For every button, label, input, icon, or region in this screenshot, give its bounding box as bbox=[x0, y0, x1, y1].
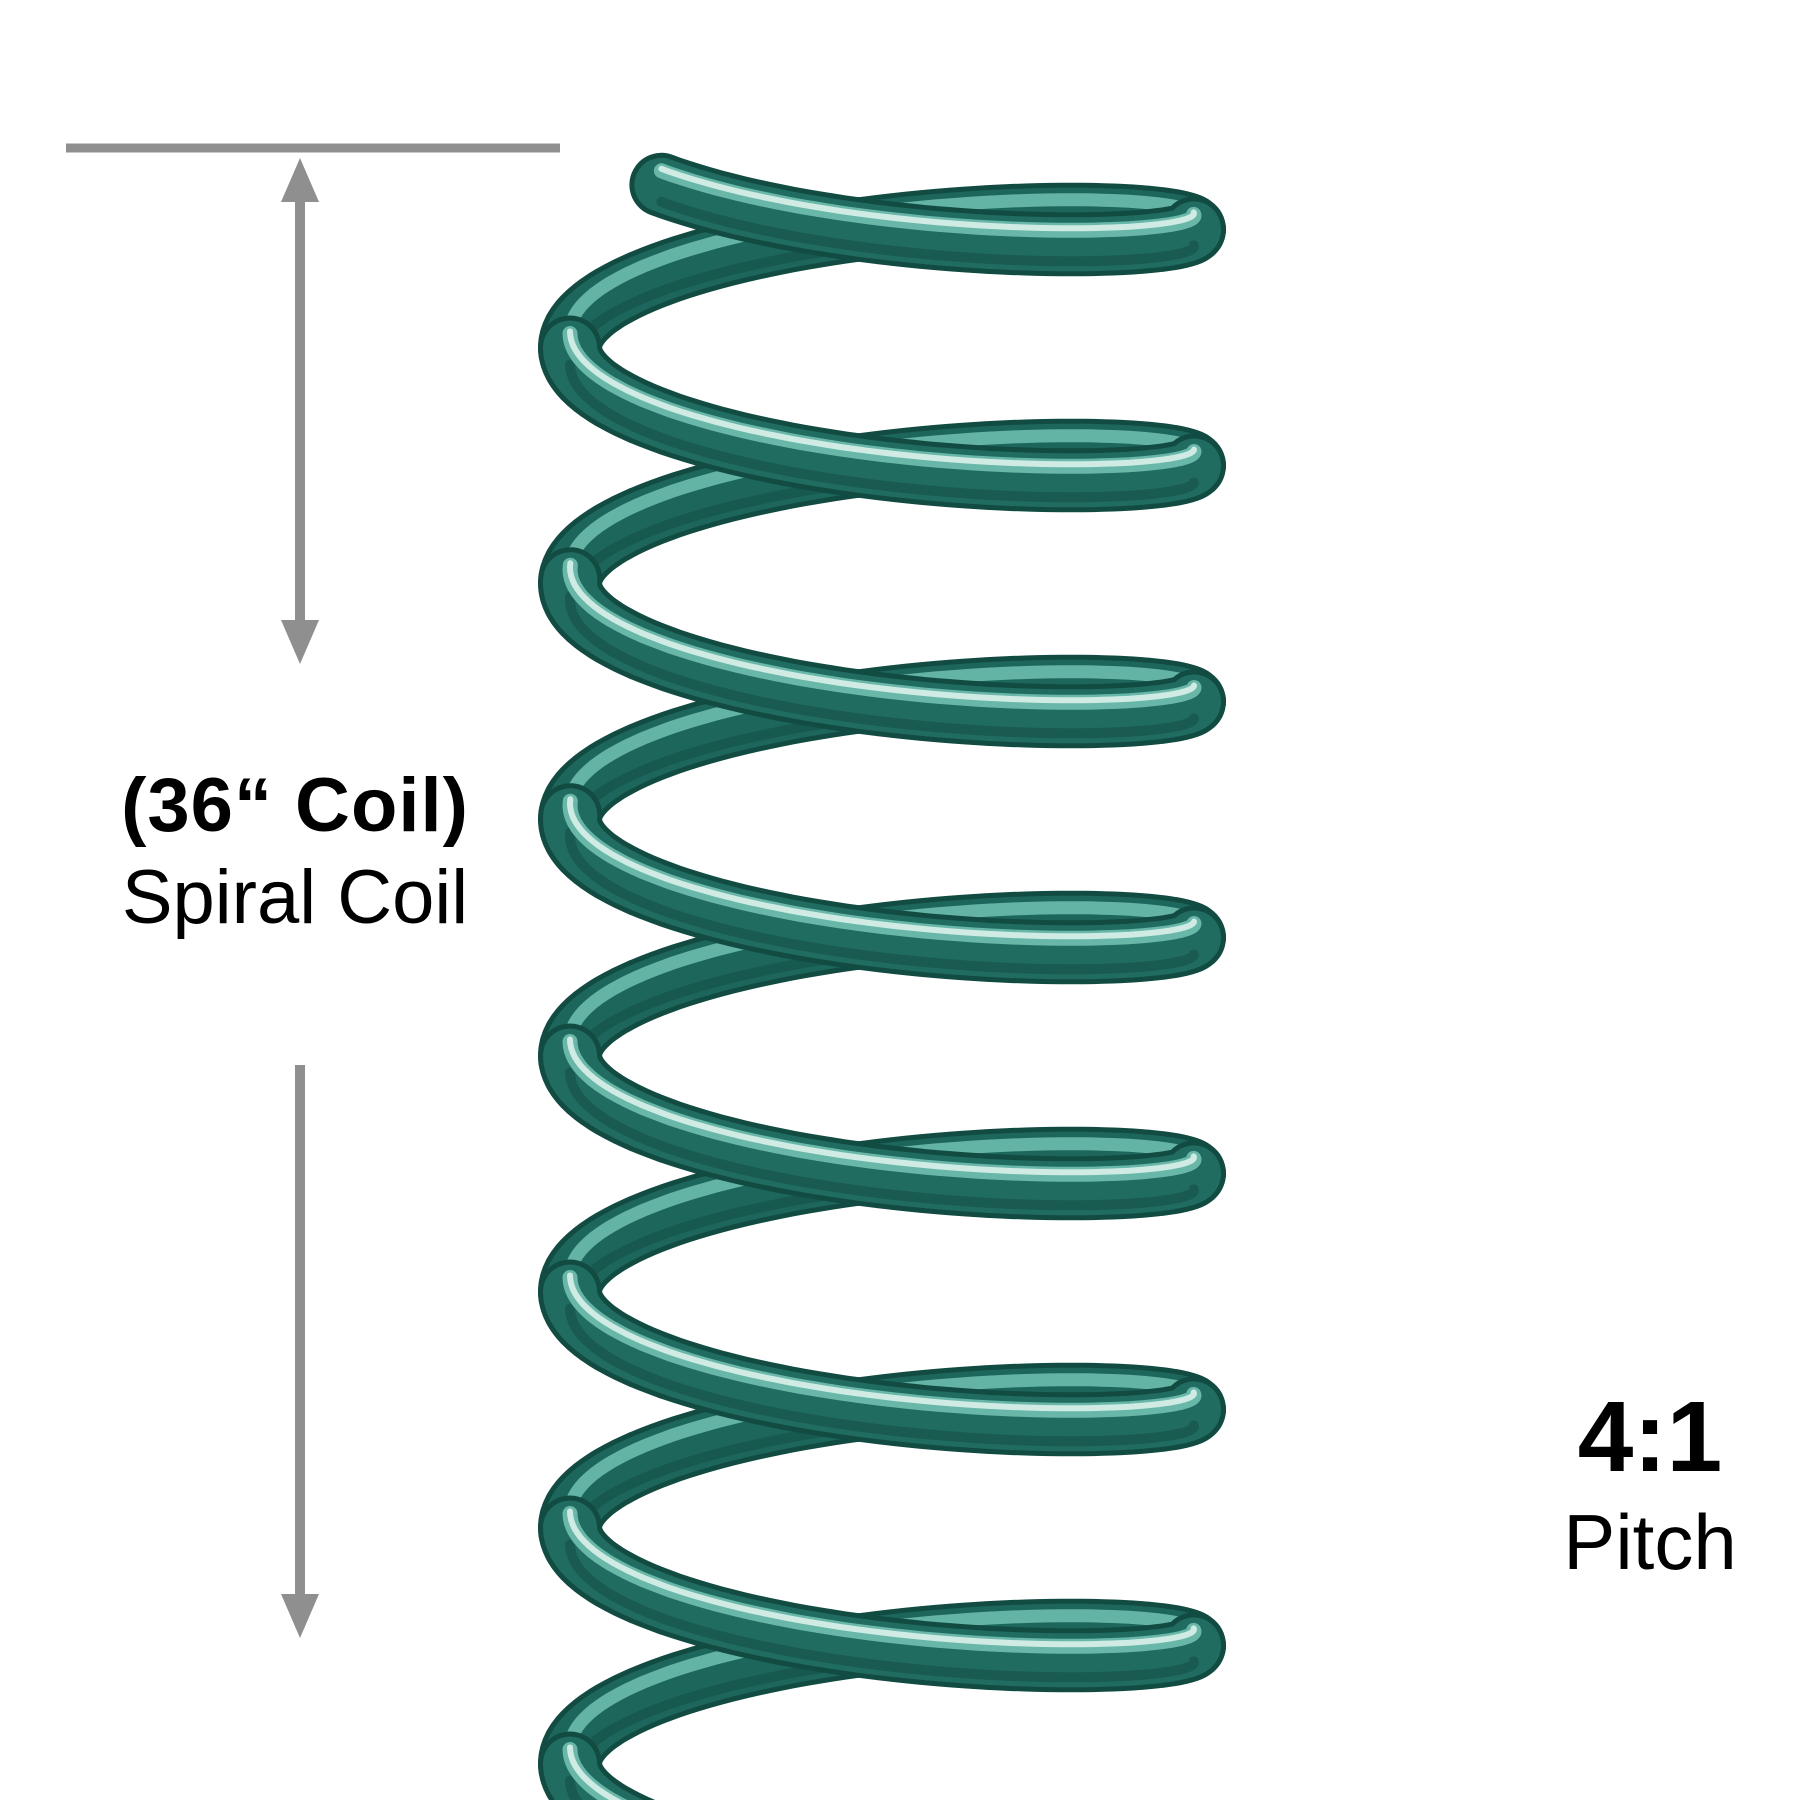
coil-type-caption: Spiral Coil bbox=[121, 855, 469, 941]
pitch-ratio-value: 4:1 bbox=[1577, 1381, 1723, 1493]
upper-arrowhead-down-icon bbox=[281, 620, 319, 664]
lower-dimension-arrow bbox=[281, 1065, 319, 1638]
lower-arrowhead-down-icon bbox=[281, 1594, 319, 1638]
coil-size-label-group: (36“ Coil) Spiral Coil bbox=[40, 762, 550, 942]
upper-dimension-arrow bbox=[281, 158, 319, 664]
pitch-label-group: 4:1 Pitch bbox=[1510, 1382, 1790, 1586]
upper-arrowhead-up-icon bbox=[281, 158, 319, 202]
coil-size-value: (36“ Coil) bbox=[121, 763, 469, 848]
pitch-caption: Pitch bbox=[1563, 1498, 1737, 1586]
